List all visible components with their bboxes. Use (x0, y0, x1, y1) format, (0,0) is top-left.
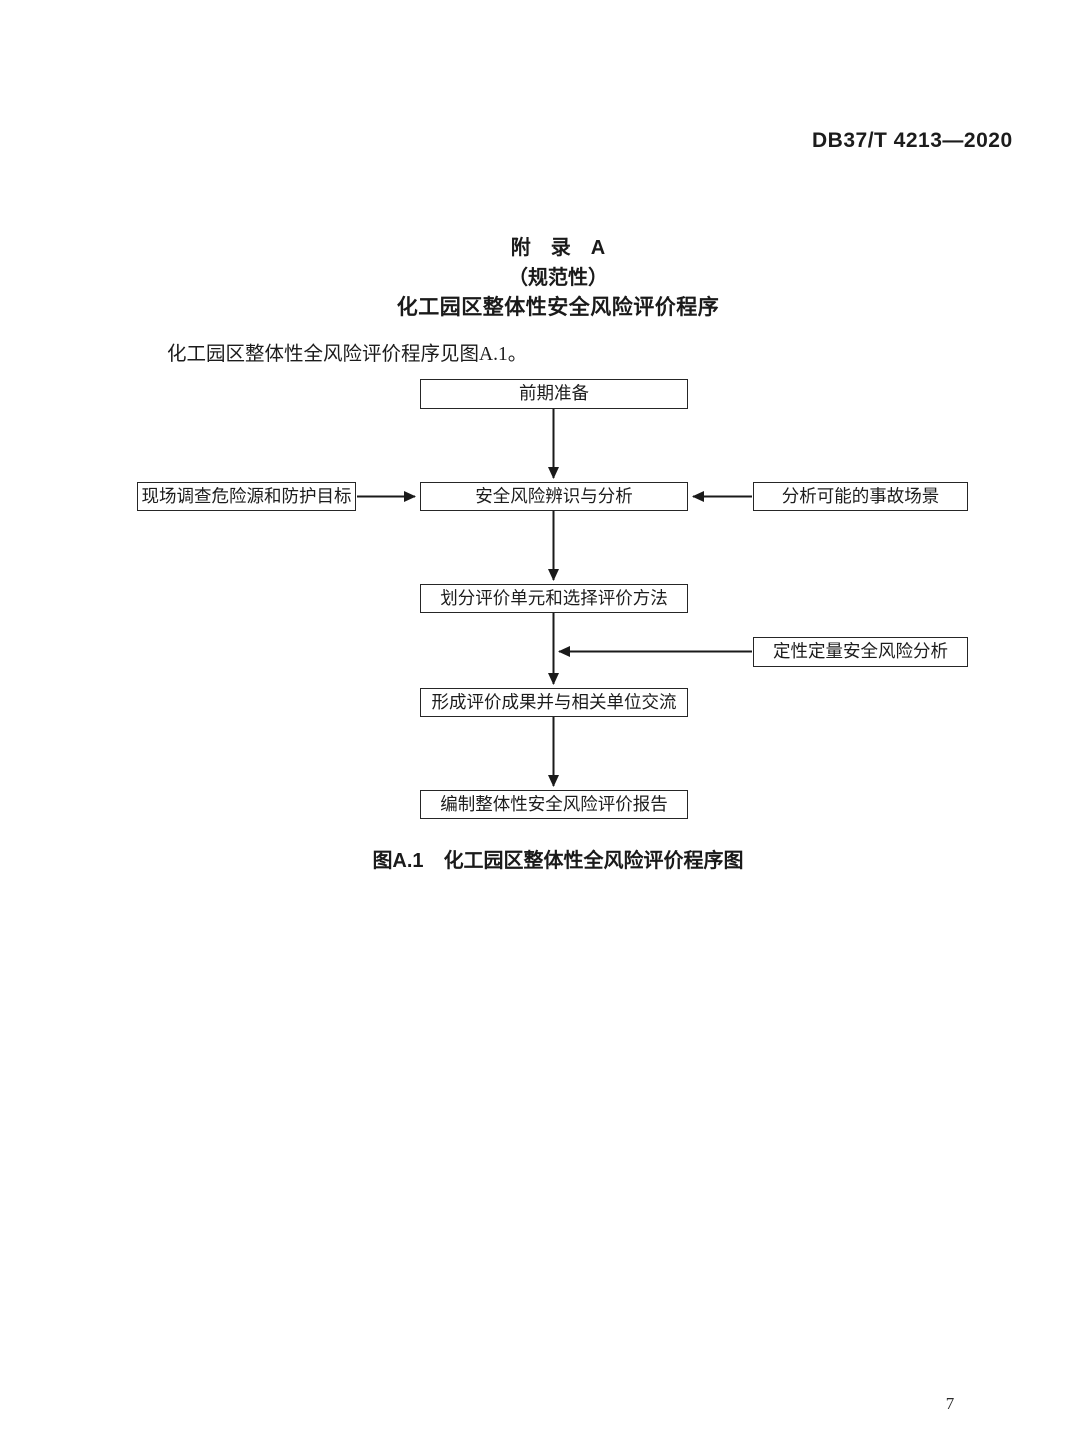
figure-caption-label: 图A.1 (372, 850, 424, 872)
flowchart-node-report: 编制整体性安全风险评价报告 (420, 790, 688, 819)
standard-code: DB37/T 4213—2020 (812, 129, 1013, 152)
flowchart-node-preparation: 前期准备 (420, 379, 688, 409)
page-number: 7 (945, 1394, 955, 1413)
appendix-title: 附 录 A (510, 237, 606, 259)
flowchart-node-accident-scenario: 分析可能的事故场景 (753, 482, 968, 511)
figure-caption-text: 化工园区整体性全风险评价程序图 (443, 850, 744, 872)
flowchart-node-site-survey: 现场调查危险源和防护目标 (137, 482, 356, 511)
flowchart-node-qual-quant-analysis: 定性定量安全风险分析 (753, 637, 968, 667)
appendix-subtitle: 化工园区整体性安全风险评价程序 (396, 296, 720, 319)
flowchart-node-results-exchange: 形成评价成果并与相关单位交流 (420, 688, 688, 717)
figure-caption: 图A.1 化工园区整体性全风险评价程序图 (18, 844, 1080, 873)
appendix-normative-label: （规范性） (508, 267, 608, 289)
intro-paragraph: 化工园区整体性全风险评价程序见图A.1。 (167, 344, 528, 365)
appendix-title-block: 附 录 A （规范性） 化工园区整体性安全风险评价程序 (18, 235, 1080, 321)
flowchart-node-risk-identification: 安全风险辨识与分析 (420, 482, 688, 511)
flowchart-node-unit-division: 划分评价单元和选择评价方法 (420, 584, 688, 613)
